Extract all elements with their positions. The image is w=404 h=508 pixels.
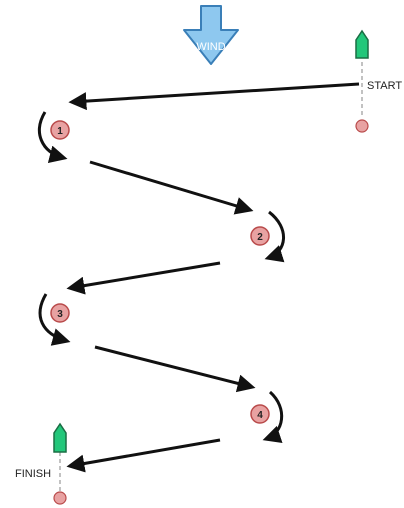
finish-label: FINISH [15, 468, 51, 480]
rounding-arc-3 [38, 293, 71, 346]
wind-label: WIND [196, 41, 225, 53]
leg-1-to-2 [89, 160, 254, 215]
mark-2: 2 [250, 226, 270, 246]
mark-3: 3 [50, 303, 70, 323]
mark-4: 4 [250, 404, 270, 424]
start-label: START [367, 80, 402, 92]
mark-3-number: 3 [57, 309, 63, 320]
mark-4-number: 4 [257, 410, 263, 421]
wind-arrow: WIND [183, 5, 239, 65]
rounding-arc-2 [264, 210, 285, 263]
start-boat-icon [355, 29, 369, 59]
mark-2-buoy [250, 226, 270, 246]
mark-1-number: 1 [57, 126, 63, 137]
finish-boat-icon [53, 422, 67, 453]
rounding-arc-1 [37, 111, 68, 164]
finish-pin-buoy [53, 491, 67, 505]
course-legs [66, 82, 360, 473]
leg-start-to-1 [68, 82, 360, 111]
mark-4-buoy [250, 404, 270, 424]
leg-2-to-3 [66, 261, 221, 295]
rounding-arc-4 [262, 390, 284, 443]
leg-4-to-finish [66, 438, 221, 473]
mark-1: 1 [50, 120, 70, 140]
rounding-arcs [37, 111, 285, 443]
mark-3-buoy [50, 303, 70, 323]
mark-2-number: 2 [257, 232, 263, 243]
leg-3-to-4 [94, 345, 256, 393]
mark-1-buoy [50, 120, 70, 140]
start-pin-buoy [355, 119, 369, 133]
